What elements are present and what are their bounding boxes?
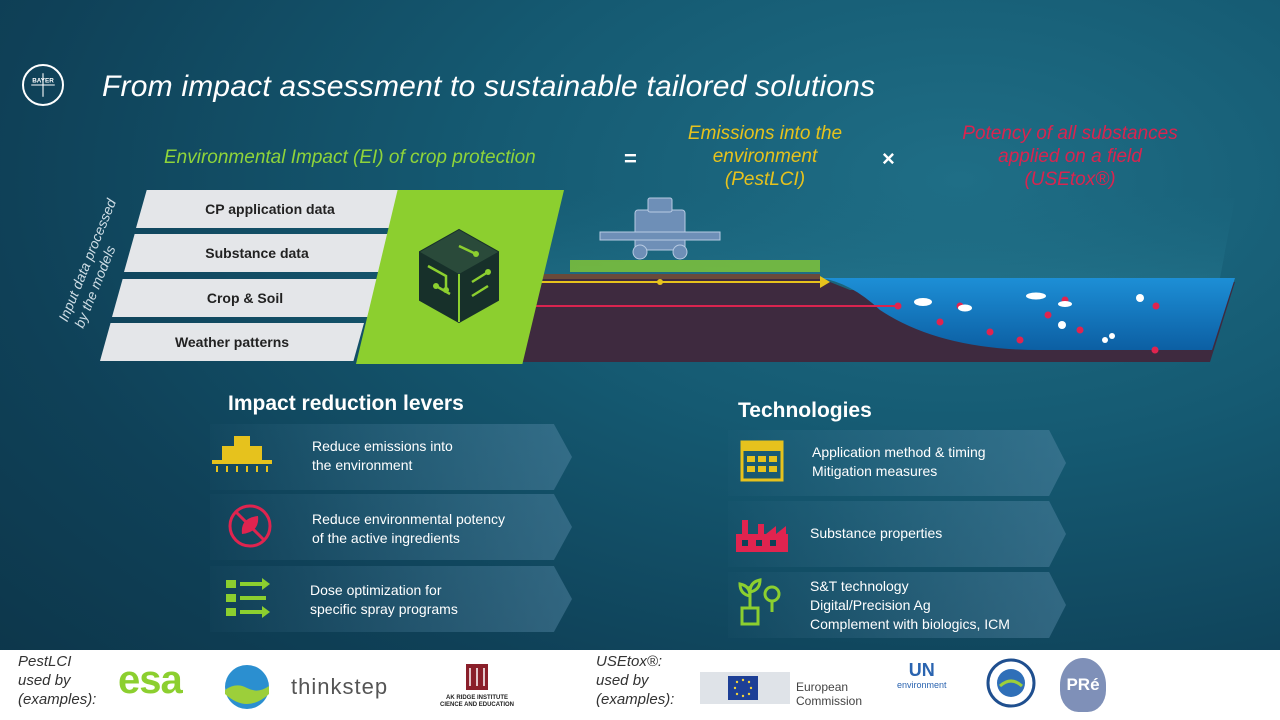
technology-text-line: Digital/Precision Ag (810, 597, 931, 613)
technologies-title: Technologies (738, 399, 872, 422)
usetox-label-line: USEtox®: (596, 653, 663, 670)
ak-ridge-logo: AK RIDGE INSTITUTE CIENCE AND EDUCATION (418, 664, 536, 709)
lever-text: Dose optimization for specific spray pro… (310, 581, 458, 619)
ec-text-line: European (796, 680, 849, 694)
lever-text-line: Dose optimization for (310, 582, 442, 598)
field-water-scene (520, 190, 1235, 362)
equation-middle-line: (PestLCI) (724, 169, 806, 190)
technology-text: Substance properties (810, 524, 942, 543)
un-logo-text: UN (908, 660, 935, 680)
lever-text-line: Reduce environmental potency (312, 511, 506, 527)
thinkstep-logo: thinkstep (291, 674, 389, 699)
levers-title: Impact reduction levers (228, 392, 464, 415)
input-bar-crop-soil: Crop & Soil (112, 279, 378, 317)
equation-right-line: applied on a field (998, 146, 1142, 167)
input-bar-cp-application: CP application data (136, 190, 404, 228)
equation-middle-line: Emissions into the (687, 123, 843, 144)
crop-row (570, 260, 820, 272)
equation-middle: Emissions into the environment (PestLCI) (640, 122, 890, 191)
equation-right-line: (USEtox®) (1024, 169, 1116, 190)
ak-ridge-emblem-icon (466, 664, 488, 690)
technology-text-line: Complement with biologics, ICM (810, 616, 1010, 632)
lever-text-line: Reduce emissions into (312, 438, 453, 454)
pestlci-label: PestLCI used by (examples): (18, 652, 96, 709)
epa-seal-logo (986, 658, 1036, 708)
usetox-label-line: (examples): (596, 691, 675, 708)
pre-logo: PRé (1060, 658, 1106, 712)
circuit-cube-icon (419, 228, 499, 324)
technology-text-line: Substance properties (810, 525, 943, 541)
water-body (820, 278, 1235, 350)
ak-ridge-text: AK RIDGE INSTITUTE (445, 695, 508, 701)
dose-icon (226, 578, 270, 618)
lever-text-line: of the active ingredients (312, 530, 460, 546)
input-side-label: Input data processed by the models (55, 196, 119, 331)
lever-text: Reduce emissions into the environment (312, 437, 453, 475)
technology-text-line: Application method & timing (812, 444, 986, 460)
sky-area (540, 190, 1235, 278)
ec-text-line: Commission (796, 694, 863, 708)
page-title: From impact assessment to sustainable ta… (102, 70, 876, 103)
pestlci-label-line: (examples): (18, 691, 97, 708)
lever-text-line: specific spray programs (310, 601, 458, 617)
sprayer-icon (212, 436, 272, 472)
eu-flag-logo (700, 672, 790, 704)
equation-right: Potency of all substances applied on a f… (930, 122, 1210, 191)
technology-row (728, 572, 1066, 638)
calendar-icon (740, 440, 784, 482)
un-logo-subtext: environment (897, 680, 947, 690)
plant-tech-icon (738, 578, 781, 626)
globe-logo (225, 665, 269, 709)
technology-text-line: Mitigation measures (812, 463, 938, 479)
pestlci-label-line: PestLCI (18, 653, 72, 670)
technology-text: Application method & timing Mitigation m… (812, 443, 986, 481)
lever-text-line: the environment (312, 457, 413, 473)
lever-row (210, 424, 572, 490)
equation-right-line: Potency of all substances (962, 123, 1178, 144)
bayer-logo: BAYER (22, 64, 64, 106)
factory-icon (736, 520, 788, 552)
un-environment-logo: UN environment (897, 660, 947, 691)
equals-sign: = (624, 146, 637, 171)
lever-row (210, 566, 572, 632)
input-bar-weather: Weather patterns (100, 323, 364, 361)
lever-text: Reduce environmental potency of the acti… (312, 510, 505, 548)
times-sign: × (882, 146, 895, 171)
ec-logo-text: European Commission (796, 680, 862, 708)
technology-text: S&T technology Digital/Precision Ag Comp… (810, 577, 1010, 634)
ak-ridge-text: CIENCE AND EDUCATION (439, 702, 514, 708)
no-leaf-icon (228, 504, 272, 548)
pestlci-label-line: used by (18, 672, 71, 689)
fish-icons (914, 292, 1144, 343)
technology-row (728, 430, 1066, 496)
equation-left: Environmental Impact (EI) of crop protec… (164, 147, 536, 168)
bayer-cross-icon: BAYER (31, 73, 55, 97)
esa-logo: esa (118, 658, 183, 702)
usetox-label: USEtox®: used by (examples): (596, 652, 674, 709)
footer-logos: PestLCI used by (examples): esa thinkste… (0, 650, 1280, 720)
soil-top (540, 274, 820, 279)
input-bar-substance: Substance data (124, 234, 390, 272)
sprayer-icon (599, 197, 721, 260)
usetox-label-line: used by (596, 672, 649, 689)
equation-middle-line: environment (712, 146, 818, 167)
technology-text-line: S&T technology (810, 578, 909, 594)
